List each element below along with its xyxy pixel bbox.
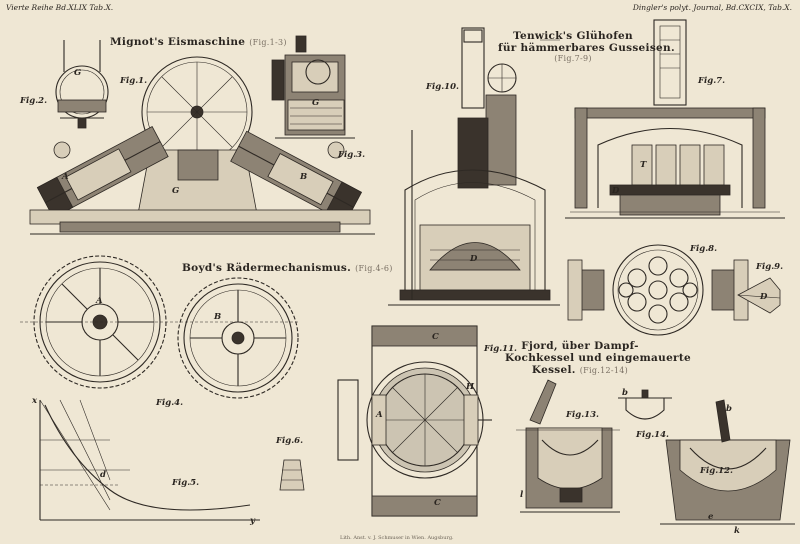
letter-h-fig11: H <box>466 382 475 392</box>
fig4-label: Fig.4. <box>156 398 184 408</box>
title-fjord-ref: (Fig.12-14) <box>579 366 629 375</box>
fig3-drawing <box>271 35 355 139</box>
title-fjord-line3: Kessel. <box>531 364 576 376</box>
title-mignot-ref: (Fig.1-3) <box>249 38 287 47</box>
letter-a-gear: A <box>96 296 103 306</box>
fig8-drawing <box>567 244 749 336</box>
letter-d-fig7: D <box>612 186 620 196</box>
letter-c-bottom: C <box>434 498 441 508</box>
title-boyd-text: Boyd's Rädermechanismus. <box>182 262 352 274</box>
letter-t-fig7: T <box>640 160 647 170</box>
letter-d-fig9: D <box>760 292 768 302</box>
fig11-drawing <box>337 325 492 517</box>
fig14-drawing <box>618 389 672 420</box>
fig1-drawing <box>29 56 375 235</box>
letter-y: y <box>250 516 255 526</box>
fig4-gear-a <box>20 255 300 389</box>
fig13-drawing <box>516 379 620 513</box>
fig10-label: Fig.10. <box>426 82 459 92</box>
header-journal-right: Dingler's polyt. Journal, Bd.CXCIX, Tab.… <box>632 3 792 12</box>
fig5-label: Fig.5. <box>172 478 200 488</box>
title-fjord-line1: Fjord, über Dampf- <box>521 340 639 352</box>
fig7-drawing <box>565 19 785 219</box>
letter-e-fig12: e <box>708 512 714 522</box>
fig4-gear-b <box>177 277 299 399</box>
letter-d-fig10: D <box>470 254 478 264</box>
fig6-drawing <box>279 459 305 491</box>
letter-b-fig12: b <box>726 404 732 414</box>
title-tenwick-line2: für hämmerbares Gusseisen. <box>498 42 675 54</box>
title-mignot-text: Mignot's Eismaschine <box>110 36 246 48</box>
lithographer-imprint: Lith. Anst. v. J. Schmuser in Wien. Augs… <box>340 535 454 541</box>
fig9-drawing <box>737 277 781 314</box>
fig12-drawing <box>660 399 795 525</box>
letter-d-fig5: d <box>100 470 106 480</box>
letter-b-fig14: b <box>622 388 628 398</box>
fig5-diagram <box>39 399 260 521</box>
title-tenwick-line1: Tenwick's Glühofen <box>513 30 633 42</box>
letter-c-top: C <box>432 332 439 342</box>
fig1-label: Fig.1. <box>120 76 148 86</box>
fig9-label: Fig.9. <box>756 262 784 272</box>
letter-g-fig2: G <box>74 68 82 78</box>
fig2-label: Fig.2. <box>20 96 48 106</box>
letter-g-fig3: G <box>312 98 320 108</box>
letter-x-top: x <box>32 396 38 406</box>
letter-b-gear: B <box>214 312 222 322</box>
fig12-label: Fig.12. <box>700 466 733 476</box>
letter-g-fig1: G <box>172 186 180 196</box>
title-boyd: Boyd's Rädermechanismus. (Fig.4-6) <box>182 262 393 274</box>
fig2-drawing <box>55 40 109 129</box>
fig7-label: Fig.7. <box>698 76 726 86</box>
header-volume-left: Vierte Reihe Bd.XLIX Tab.X. <box>6 3 114 12</box>
title-mignot: Mignot's Eismaschine (Fig.1-3) <box>110 36 287 48</box>
title-fjord: Fjord, über Dampf- Kochkessel und eingem… <box>505 340 692 376</box>
fig6-label: Fig.6. <box>276 436 304 446</box>
title-fjord-line2: Kochkessel und eingemauerte <box>505 352 692 364</box>
letter-k-fig12: k <box>734 526 740 536</box>
letter-b-fig1: B <box>300 172 308 182</box>
fig3-label: Fig.3. <box>338 150 366 160</box>
title-tenwick: Tenwick's Glühofen für hämmerbares Gusse… <box>498 30 675 63</box>
fig8-label: Fig.8. <box>690 244 718 254</box>
fig10-drawing <box>388 27 560 306</box>
fig11-label: Fig.11. <box>484 344 517 354</box>
fig14-label: Fig.14. <box>636 430 669 440</box>
fig13-label: Fig.13. <box>566 410 599 420</box>
title-tenwick-ref: (Fig.7-9) <box>554 54 592 63</box>
title-boyd-ref: (Fig.4-6) <box>355 264 393 273</box>
letter-a-fig11: A <box>376 410 383 420</box>
letter-a-fig1: A <box>62 172 69 182</box>
letter-l-fig13: l <box>520 490 524 500</box>
